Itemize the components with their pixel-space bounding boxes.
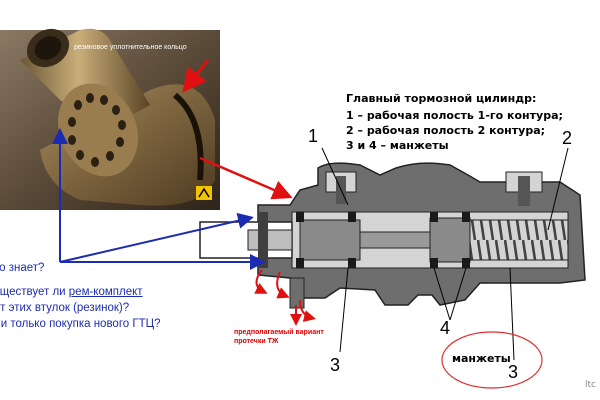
cylinder-section — [199, 162, 586, 309]
leak-caption-line1: предполагаемый вариант — [234, 329, 324, 336]
part-number-4: 4 — [440, 318, 451, 338]
part-number-3-left: 3 — [330, 355, 341, 375]
part-number-2: 2 — [562, 128, 573, 148]
photo-caption: резиновое уплотнительное кольцо — [74, 44, 187, 51]
leak-caption-line2: протечки ТЖ — [234, 338, 279, 345]
repair-kit-link[interactable]: рем-комплект — [68, 286, 143, 298]
legend-title: Главный тормозной цилиндр: — [346, 92, 537, 105]
question-line4: ли только покупка нового ГТЦ? — [0, 318, 161, 330]
question-line2: уществует ли рем-комплект — [0, 286, 143, 298]
part-number-1: 1 — [308, 126, 319, 146]
legend-item: 2 – рабочая полость 2 контура; — [346, 124, 546, 137]
question-line1: то знает? — [0, 262, 45, 274]
red-arrow-main — [199, 156, 293, 200]
legend-item: 3 и 4 – манжеты — [346, 139, 449, 152]
question-line2-prefix: уществует ли — [0, 286, 69, 298]
watermark: ltc — [585, 380, 596, 390]
legend-item: 1 – рабочая полость 1-го контура; — [346, 109, 563, 122]
part-number-3-right: 3 — [508, 362, 519, 382]
question-line3: от этих втулок (резинок)? — [0, 302, 130, 314]
photo-panel — [0, 28, 220, 210]
seals-label: манжеты — [452, 352, 511, 365]
seals-highlight-ellipse — [441, 331, 543, 389]
